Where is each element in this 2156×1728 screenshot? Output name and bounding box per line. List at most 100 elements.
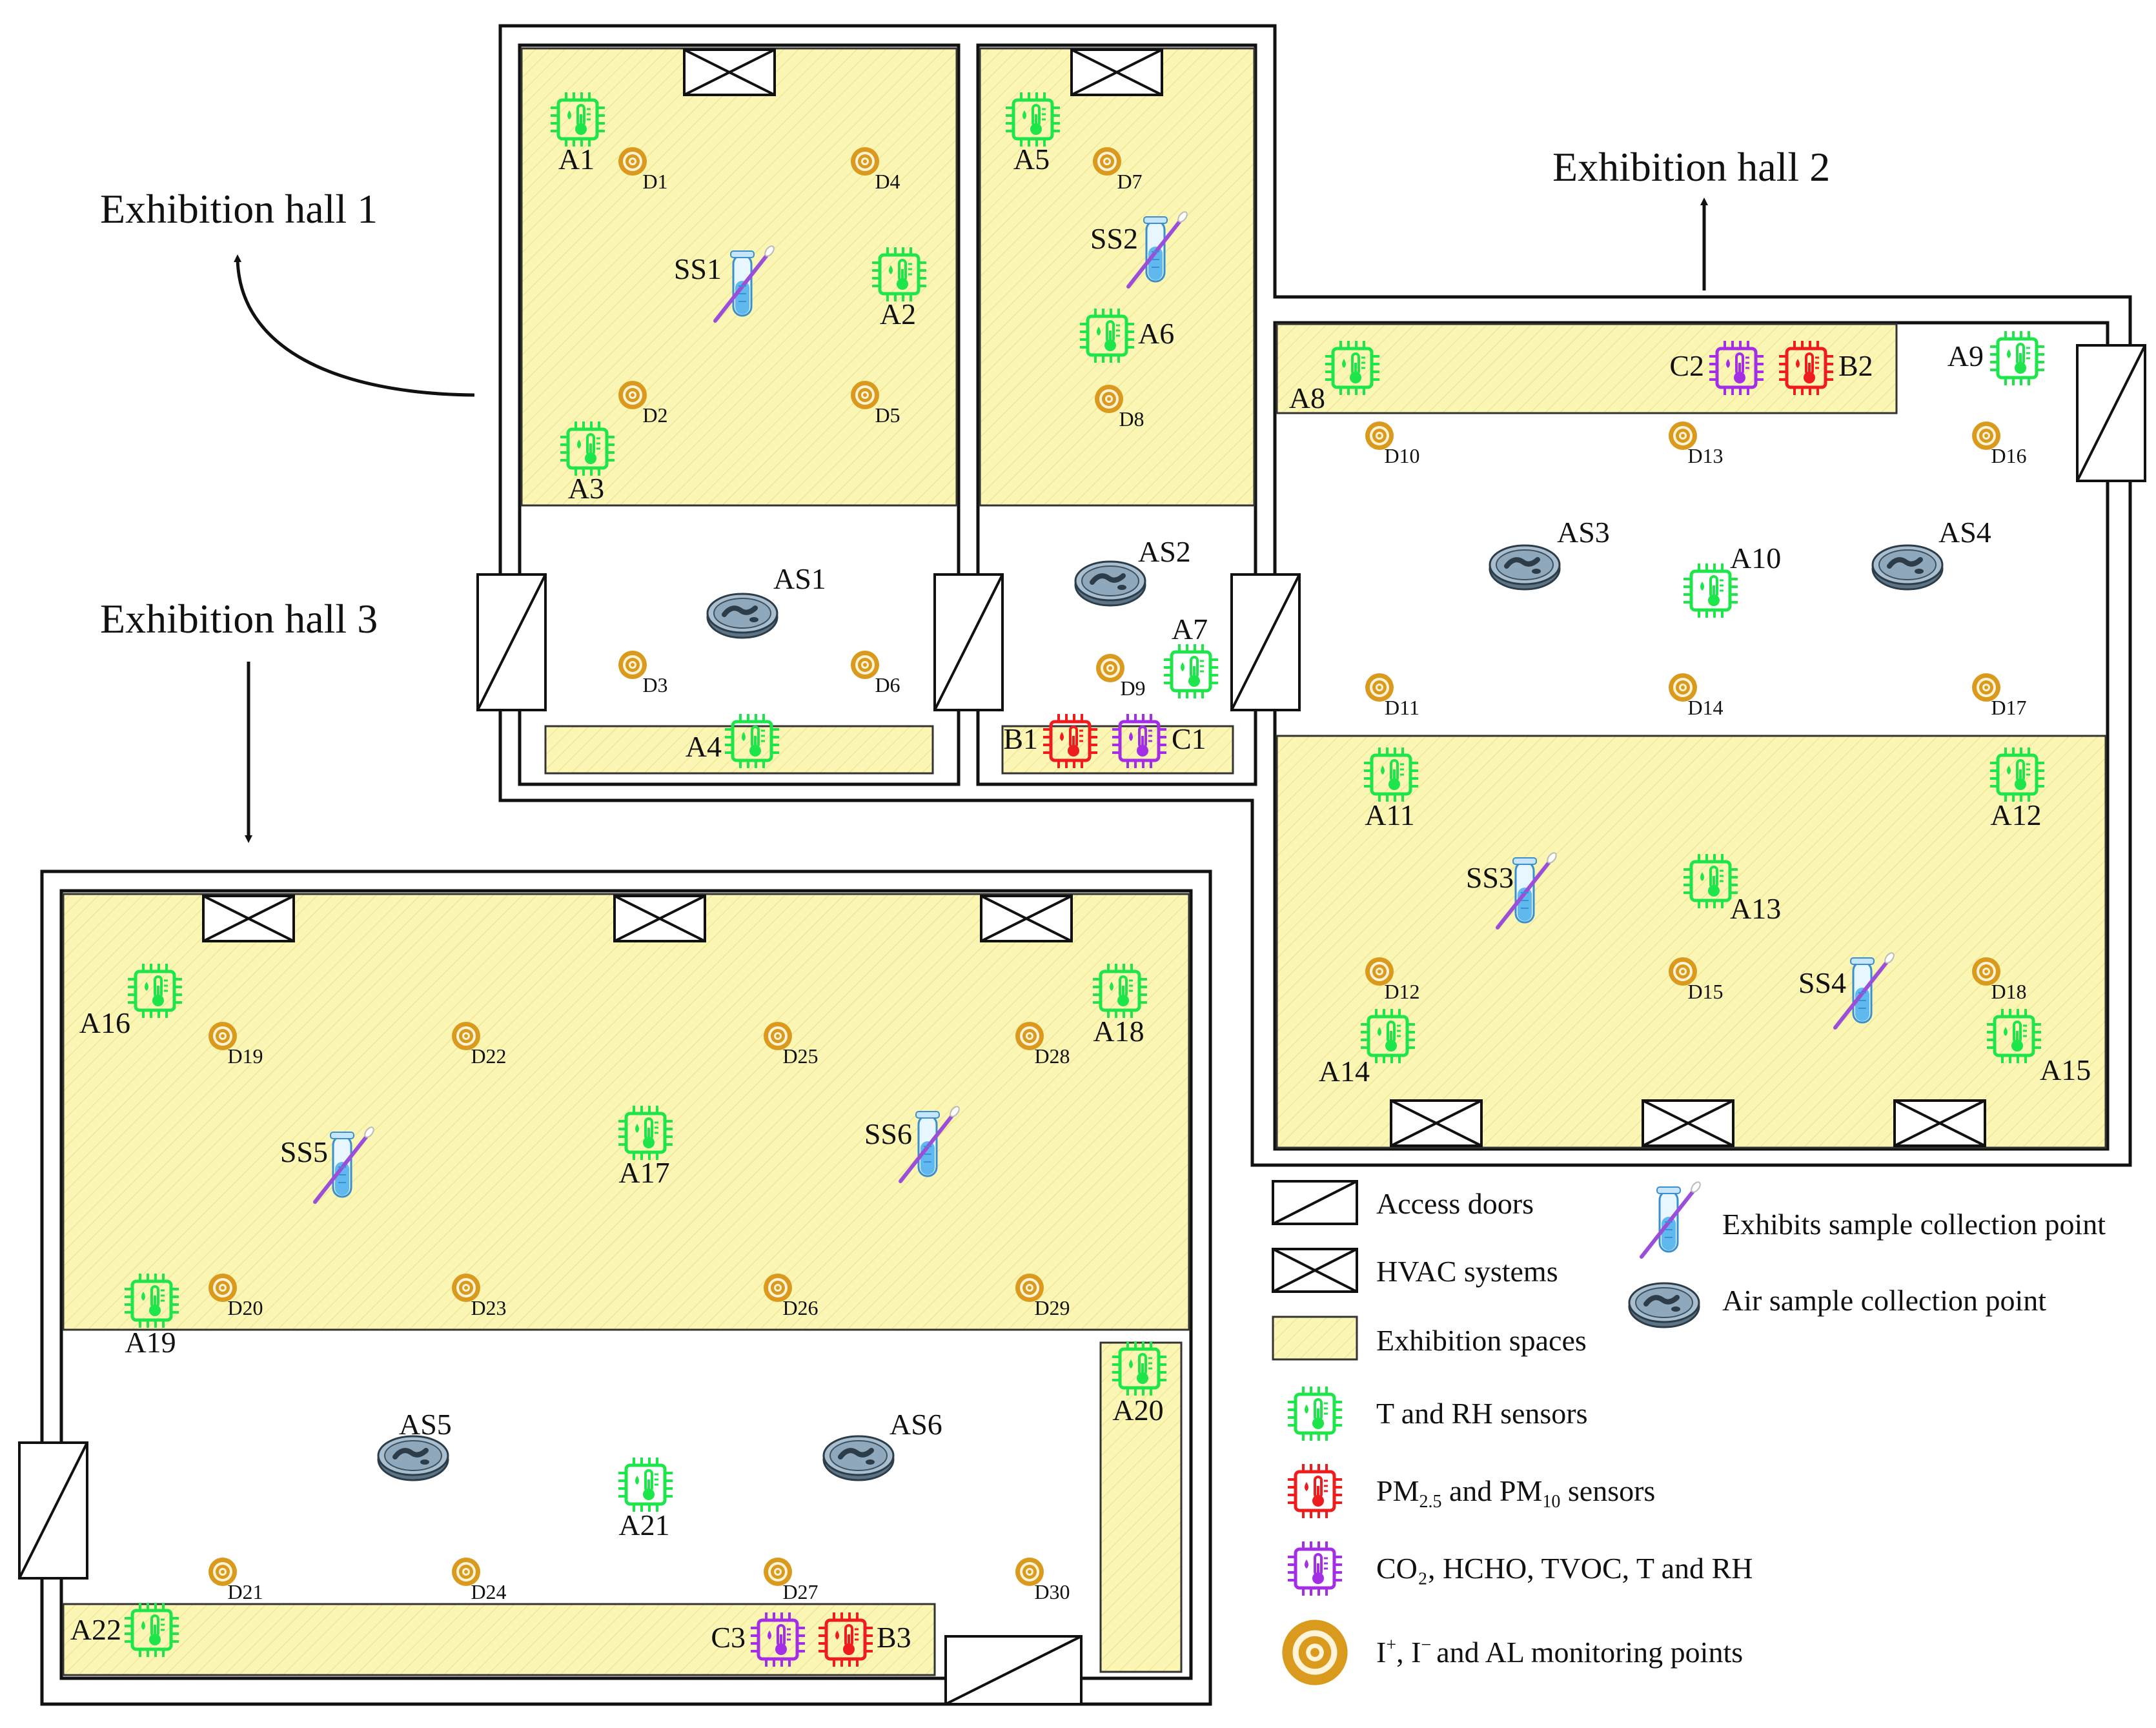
sample-as1-label: AS1 bbox=[773, 562, 826, 595]
sensor-a1-chip-icon bbox=[551, 92, 605, 147]
point-d2-label: D2 bbox=[642, 403, 667, 427]
sensor-a21-chip-icon bbox=[618, 1458, 673, 1512]
sensor-a13: A13 bbox=[1683, 854, 1781, 925]
sensor-a3-chip-icon bbox=[560, 422, 615, 476]
sensor-c1: C1 bbox=[1112, 714, 1206, 768]
point-d4: D4 bbox=[851, 147, 900, 193]
legend-exhibition-spaces-label: Exhibition spaces bbox=[1376, 1324, 1587, 1357]
point-d6-label: D6 bbox=[875, 673, 900, 696]
sample-as2-petri-icon bbox=[1075, 562, 1145, 605]
sensor-b1: B1 bbox=[1003, 714, 1097, 768]
legend-t-rh: T and RH sensors bbox=[1288, 1387, 1588, 1441]
sensor-a11-label: A11 bbox=[1365, 798, 1415, 831]
legend-air-sample-label: Air sample collection point bbox=[1722, 1284, 2046, 1317]
exhibition-space-room-bottom bbox=[1001, 725, 1234, 775]
sample-as5-petri-icon bbox=[378, 1436, 448, 1480]
point-d9-label: D9 bbox=[1120, 676, 1145, 700]
exhibition-space-hall2-bottom bbox=[1276, 735, 2107, 1149]
sensor-a1-label: A1 bbox=[558, 143, 595, 176]
door-room-hall2 bbox=[1230, 573, 1301, 711]
sensor-a12-label: A12 bbox=[1990, 798, 2041, 831]
point-d30: D30 bbox=[1015, 1558, 1070, 1603]
sensor-c3: C3 bbox=[711, 1612, 805, 1667]
hall3-label: Exhibition hall 3 bbox=[100, 596, 378, 642]
sample-as2-label: AS2 bbox=[1138, 535, 1191, 568]
point-d1-label: D1 bbox=[642, 170, 667, 193]
sensor-a20-label: A20 bbox=[1112, 1394, 1163, 1427]
point-d10-label: D10 bbox=[1384, 444, 1419, 467]
point-d15-label: D15 bbox=[1687, 980, 1723, 1003]
sensor-a10-label: A10 bbox=[1730, 542, 1781, 574]
point-d18: D18 bbox=[1972, 957, 2027, 1003]
door-hall3-bottom bbox=[944, 1635, 1083, 1705]
sensor-a2: A2 bbox=[872, 247, 926, 330]
point-d19: D19 bbox=[208, 1022, 263, 1068]
sensor-a2-chip-icon bbox=[872, 247, 926, 301]
sample-ss4: SS4 bbox=[1798, 951, 1896, 1028]
sensor-a18-label: A18 bbox=[1093, 1015, 1144, 1048]
point-d11: D11 bbox=[1365, 673, 1419, 719]
hall2-label: Exhibition hall 2 bbox=[1552, 144, 1830, 190]
sensor-a3: A3 bbox=[560, 422, 615, 505]
legend-pm-label: PM2.5 and PM10 sensors bbox=[1376, 1474, 1655, 1512]
sample-as3-label: AS3 bbox=[1557, 516, 1610, 549]
legend-t-rh-sensor-icon bbox=[1288, 1387, 1342, 1441]
exhibition-spaces bbox=[62, 47, 2107, 1676]
legend-air-sample: Air sample collection point bbox=[1629, 1283, 2046, 1327]
sensor-b3: B3 bbox=[819, 1612, 911, 1667]
point-d25-label: D25 bbox=[782, 1044, 818, 1068]
sensor-a21-label: A21 bbox=[618, 1509, 669, 1541]
sample-ss1: SS1 bbox=[674, 245, 776, 321]
sensor-a7-label: A7 bbox=[1172, 613, 1208, 645]
sample-as6-petri-icon bbox=[824, 1436, 893, 1480]
sample-ss2-label: SS2 bbox=[1090, 222, 1138, 255]
sensor-b3-chip-icon bbox=[819, 1612, 873, 1667]
sensor-a2-label: A2 bbox=[880, 298, 916, 330]
sample-as3: AS3 bbox=[1490, 516, 1610, 589]
sensor-a22-chip-icon bbox=[125, 1603, 179, 1657]
point-d28: D28 bbox=[1015, 1022, 1070, 1068]
sample-ss2: SS2 bbox=[1090, 210, 1189, 287]
sensor-a5: A5 bbox=[1006, 92, 1060, 176]
legend-ion-point-icon bbox=[1282, 1620, 1348, 1685]
point-d30-label: D30 bbox=[1034, 1580, 1070, 1603]
building-walls bbox=[40, 24, 2132, 1706]
exhibition-space-hall2-top bbox=[1276, 323, 1898, 414]
point-d23-label: D23 bbox=[471, 1296, 506, 1319]
point-d11-label: D11 bbox=[1385, 696, 1419, 719]
sensor-a14: A14 bbox=[1319, 1009, 1415, 1088]
sensor-c2-chip-icon bbox=[1709, 341, 1764, 395]
point-d2: D2 bbox=[618, 381, 668, 427]
ion-point-layer: D1D2D3D4D5D6D7D8D9D10D11D12D13D14D15D16D… bbox=[208, 147, 2027, 1603]
sample-as4-petri-icon bbox=[1873, 545, 1942, 589]
sensor-a4: A4 bbox=[686, 714, 779, 768]
point-d3: D3 bbox=[618, 651, 668, 696]
sensor-a17-chip-icon bbox=[618, 1106, 673, 1160]
hall1-label: Exhibition hall 1 bbox=[100, 186, 378, 232]
sensor-c1-label: C1 bbox=[1172, 722, 1206, 755]
hvac-hall2-2 bbox=[1642, 1099, 1734, 1147]
sample-ss3-label: SS3 bbox=[1466, 861, 1514, 894]
point-d15: D15 bbox=[1669, 957, 1724, 1003]
hvac-room bbox=[1070, 48, 1163, 96]
sensor-a19-label: A19 bbox=[125, 1326, 176, 1359]
sensor-a8-label: A8 bbox=[1289, 381, 1325, 414]
sensor-a16-chip-icon bbox=[128, 964, 182, 1018]
legend-access-doors: Access doors bbox=[1272, 1180, 1534, 1225]
point-d18-label: D18 bbox=[1991, 980, 2026, 1003]
point-d27: D27 bbox=[764, 1558, 819, 1603]
legend-hvac-label: HVAC systems bbox=[1376, 1255, 1558, 1288]
sensor-a4-label: A4 bbox=[686, 730, 722, 763]
sensor-a22-label: A22 bbox=[70, 1613, 121, 1646]
point-d6: D6 bbox=[851, 651, 900, 696]
sample-as3-petri-icon bbox=[1490, 545, 1560, 589]
legend-co2-label: CO₂, HCHO, TVOC, T and RH bbox=[1376, 1552, 1753, 1585]
door-hall1-room bbox=[933, 573, 1004, 711]
sensor-b2-label: B2 bbox=[1838, 349, 1873, 382]
sample-as1-petri-icon bbox=[707, 594, 777, 638]
sensor-b1-chip-icon bbox=[1043, 714, 1097, 768]
point-d16-label: D16 bbox=[1991, 444, 2026, 467]
sensor-a11: A11 bbox=[1364, 747, 1418, 831]
door-hall3-left bbox=[18, 1441, 88, 1580]
